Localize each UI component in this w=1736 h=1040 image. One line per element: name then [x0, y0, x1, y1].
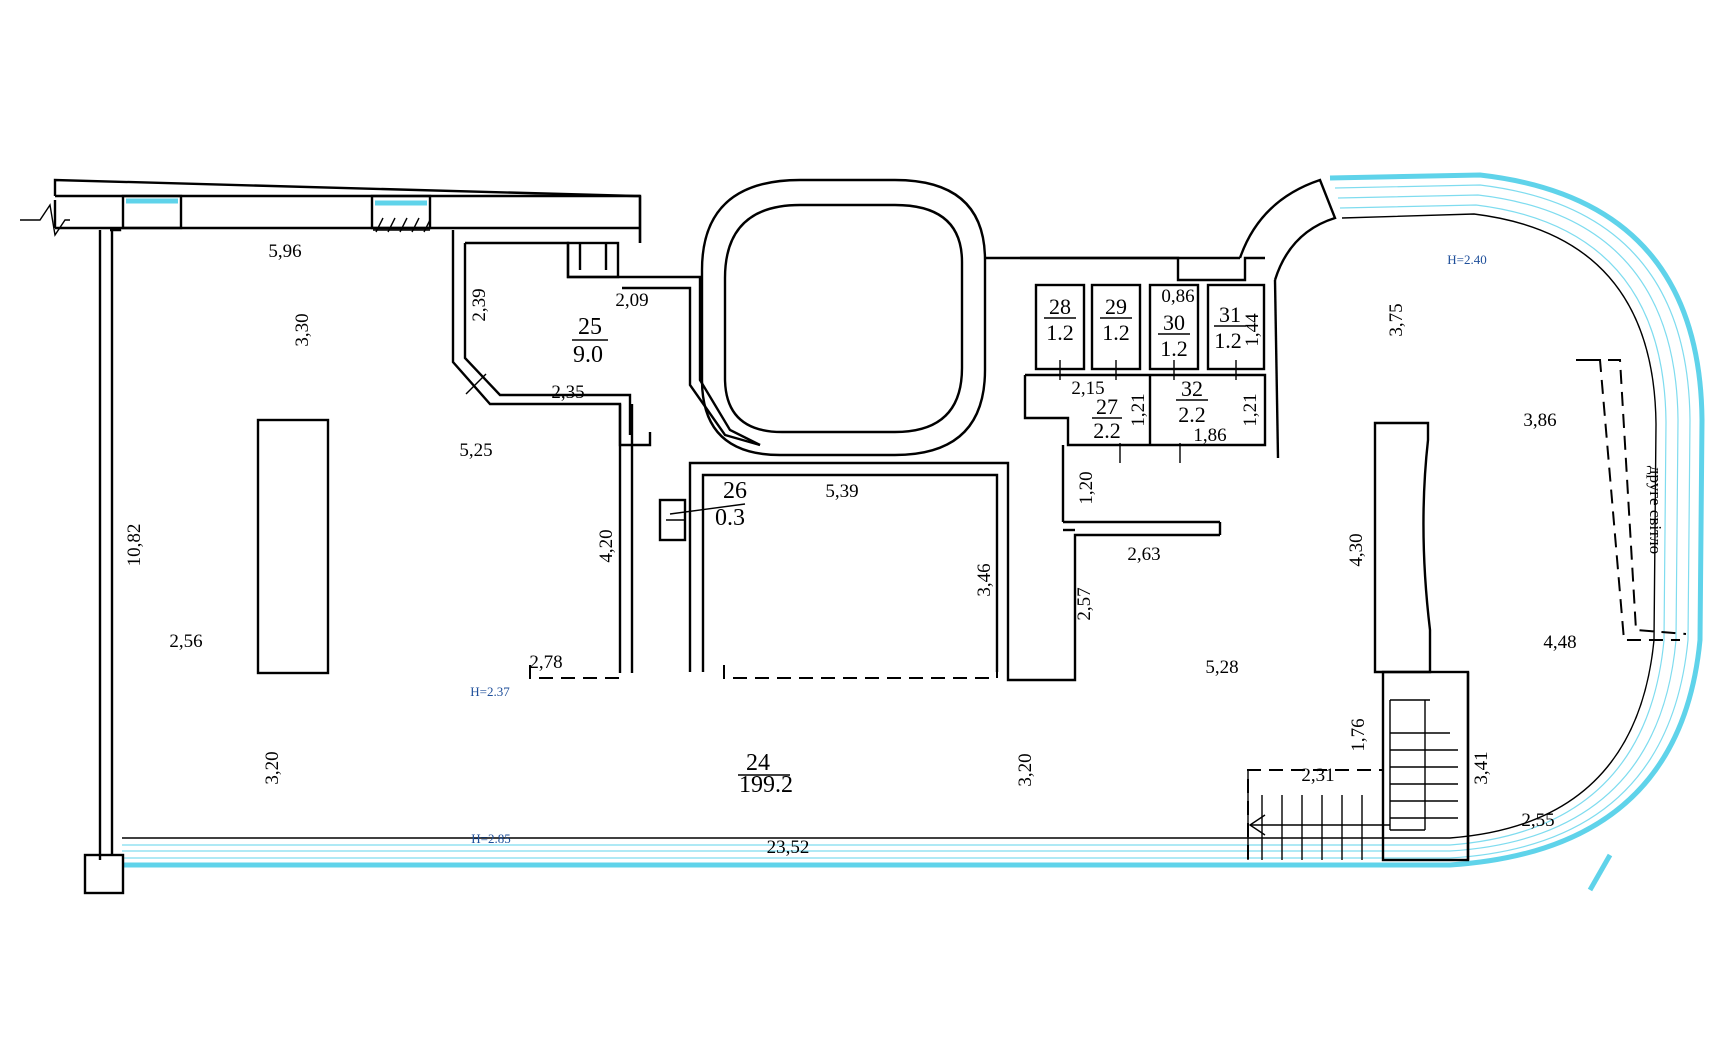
height-2-40: H=2.40 — [1447, 252, 1486, 267]
dim-2-31: 2,31 — [1301, 765, 1334, 786]
dim-5-28: 5,28 — [1205, 657, 1238, 678]
dim-4-20: 4,20 — [596, 529, 617, 562]
dim-3-41: 3,41 — [1471, 751, 1492, 784]
dim-2-55: 2,55 — [1521, 810, 1554, 831]
room-27-area: 2.2 — [1093, 418, 1121, 443]
room-25-walls — [451, 230, 761, 673]
height-marks: H=2.37 H=2.85 H=2.40 — [470, 252, 1486, 846]
dim-2-63: 2,63 — [1127, 544, 1160, 565]
dim-3-86: 3,86 — [1523, 410, 1556, 431]
dim-1-20: 1,20 — [1076, 471, 1097, 504]
room-24-number: 24 — [746, 750, 770, 776]
dim-2-78: 2,78 — [529, 652, 562, 673]
room-labels: 24 199.2 25 9.0 26 0.3 27 2.2 28 1.2 29 … — [572, 294, 1246, 798]
dim-1-21-b: 1,21 — [1240, 393, 1261, 426]
dim-1-86: 1,86 — [1193, 425, 1226, 446]
central-ring — [700, 178, 1265, 457]
dim-2-39: 2,39 — [469, 288, 490, 321]
room-32-area: 2.2 — [1178, 402, 1206, 427]
dim-2-09: 2,09 — [615, 290, 648, 311]
second-light-note: друге світло — [1646, 466, 1665, 554]
dimension-labels: 5,96 3,30 2,39 2,09 2,35 5,25 10,82 2,56… — [124, 241, 1577, 858]
room-25-area: 9.0 — [573, 342, 603, 368]
height-2-37: H=2.37 — [470, 684, 510, 699]
dim-2-15: 2,15 — [1071, 378, 1104, 399]
room-28-number: 28 — [1049, 294, 1071, 319]
room-24-area: 199.2 — [739, 772, 793, 798]
dim-3-75: 3,75 — [1386, 303, 1407, 336]
column-block — [256, 418, 330, 675]
room-25-number: 25 — [578, 314, 602, 340]
dim-5-25: 5,25 — [459, 440, 492, 461]
curved-stair-tower — [1238, 178, 1337, 459]
room-32-number: 32 — [1181, 376, 1203, 401]
right-pillar — [1373, 421, 1432, 674]
dim-3-20-right: 3,20 — [1015, 753, 1036, 786]
dim-2-56: 2,56 — [169, 631, 202, 652]
dim-2-35: 2,35 — [551, 382, 584, 403]
dim-10-82: 10,82 — [124, 524, 145, 567]
height-2-85: H=2.85 — [471, 831, 510, 846]
dim-4-30: 4,30 — [1346, 533, 1367, 566]
dim-1-21-a: 1,21 — [1128, 393, 1149, 426]
room-31-number: 31 — [1219, 302, 1241, 327]
room-28-area: 1.2 — [1046, 320, 1074, 345]
dim-3-30: 3,30 — [292, 313, 313, 346]
dim-3-20-left: 3,20 — [262, 751, 283, 784]
dim-5-39: 5,39 — [825, 481, 858, 502]
room-26-area: 0.3 — [715, 505, 745, 531]
room-27-number: 27 — [1096, 394, 1118, 419]
room-30-area: 1.2 — [1160, 336, 1188, 361]
room-29-area: 1.2 — [1102, 320, 1130, 345]
small-rooms — [1023, 283, 1267, 463]
dim-1-44: 1,44 — [1242, 313, 1263, 347]
hatch-block — [373, 217, 431, 233]
room-31-area: 1.2 — [1214, 328, 1242, 353]
dim-1-76: 1,76 — [1348, 718, 1369, 751]
dim-5-96: 5,96 — [268, 241, 301, 262]
dim-4-48: 4,48 — [1543, 632, 1576, 653]
outer-walls — [20, 178, 642, 895]
dim-23-52: 23,52 — [767, 837, 810, 858]
dim-2-57: 2,57 — [1074, 587, 1095, 620]
staircase — [1247, 670, 1470, 862]
room-30-number: 30 — [1163, 310, 1185, 335]
dim-3-46: 3,46 — [974, 563, 995, 596]
room-26-number: 26 — [723, 478, 747, 504]
glazed-facade — [122, 172, 1705, 892]
dim-0-86: 0,86 — [1161, 286, 1194, 307]
room-29-number: 29 — [1105, 294, 1127, 319]
middle-block — [658, 445, 1222, 682]
